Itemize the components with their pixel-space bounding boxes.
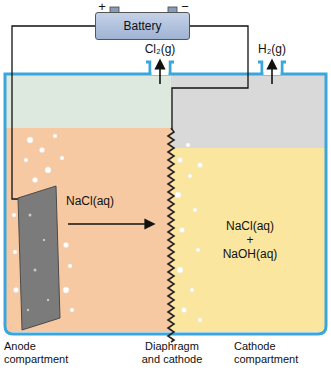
bubble <box>33 178 38 183</box>
bubble <box>182 308 187 313</box>
solution-label: NaCl(aq) <box>66 195 114 209</box>
bubble <box>45 167 51 173</box>
bubble <box>40 148 45 153</box>
anode-gas-space <box>6 74 171 130</box>
electrode-speck <box>43 239 45 241</box>
electrode-speck <box>47 299 49 301</box>
part-label: Anode compartment <box>4 340 68 365</box>
bubble <box>188 174 192 178</box>
flow-arrow <box>68 223 150 225</box>
bubble <box>175 192 181 198</box>
bubble <box>24 158 28 162</box>
anode-solution <box>6 128 171 332</box>
bubble <box>193 208 197 212</box>
part-label: Diaphragm and cathode <box>139 340 205 365</box>
bubble <box>178 158 183 163</box>
bubble <box>180 228 185 233</box>
bubble <box>64 243 69 248</box>
box-label: Battery <box>123 19 161 33</box>
wire <box>12 26 95 199</box>
electrode-speck <box>34 269 37 272</box>
bubble <box>198 163 203 168</box>
terminal-sign: − <box>181 0 189 15</box>
part-label: Cathode compartment <box>234 340 298 365</box>
battery-box: Battery <box>95 12 190 40</box>
gas-arrow <box>271 64 273 84</box>
wire <box>172 26 248 130</box>
cell-container <box>5 74 326 334</box>
bubble <box>53 134 57 138</box>
bubble <box>13 250 17 254</box>
bubble <box>196 248 200 252</box>
solution-label: NaCl(aq) + NaOH(aq) <box>223 220 278 261</box>
bubble <box>198 318 202 322</box>
terminal-sign: + <box>98 0 106 15</box>
electrode-speck <box>29 214 32 217</box>
bubble <box>68 264 72 268</box>
bubble <box>63 287 69 293</box>
bubble <box>190 288 194 292</box>
bubble <box>27 137 33 143</box>
bubble <box>70 308 74 312</box>
bubble <box>186 143 190 147</box>
bubble <box>177 267 183 273</box>
anode-electrode <box>18 186 60 330</box>
cathode-solution <box>171 148 326 332</box>
gas-arrow <box>159 64 161 84</box>
bubble <box>14 288 19 293</box>
bubble <box>60 156 64 160</box>
bubble <box>12 213 16 217</box>
bubbles <box>12 134 203 322</box>
gas-label: Cl₂(g) <box>145 43 176 57</box>
diaphragm <box>168 128 174 342</box>
electrode-speck <box>27 309 29 311</box>
gas-label: H₂(g) <box>258 43 286 57</box>
